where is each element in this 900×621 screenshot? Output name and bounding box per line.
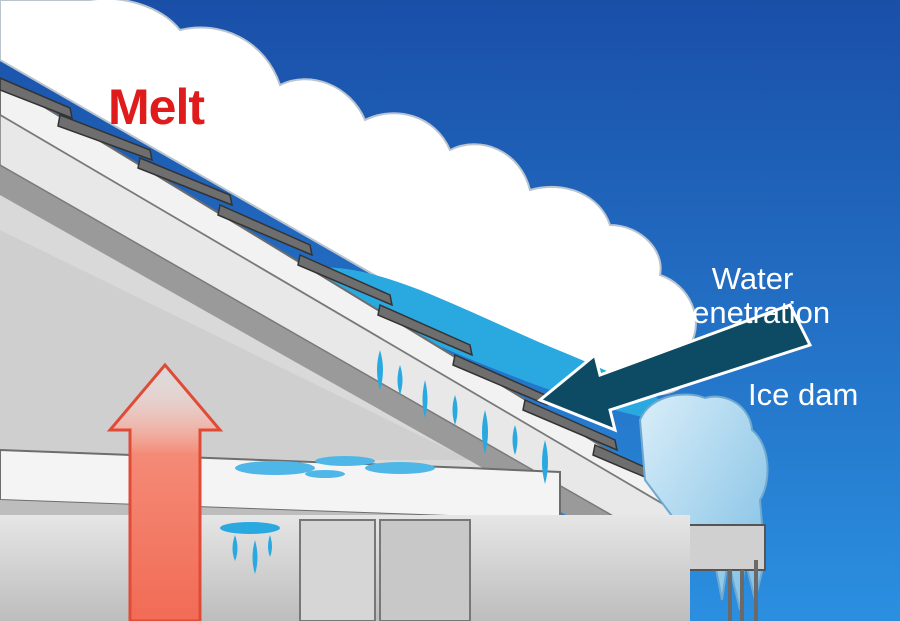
melt-label: Melt: [108, 79, 205, 135]
water-penetration-label-line2: penetration: [674, 295, 831, 330]
gutter: [679, 524, 766, 571]
water-penetration-label-line1: Water: [711, 261, 794, 296]
water-penetration-label: Water penetration: [650, 262, 855, 330]
ceiling-drips: [220, 522, 280, 574]
attic-water-puddle: [235, 456, 435, 478]
roof-drips: [377, 350, 548, 484]
ice-dam-label: Ice dam: [748, 377, 859, 412]
wall-post-2: [379, 519, 471, 621]
snow-pack: [0, 0, 697, 397]
water-penetration-arrow-icon: [537, 303, 813, 433]
attic-shadow: [0, 230, 470, 460]
downspout-icicles: [728, 560, 758, 621]
wall-post-1: [299, 519, 376, 621]
heat-rising-arrow-icon: [106, 362, 224, 621]
